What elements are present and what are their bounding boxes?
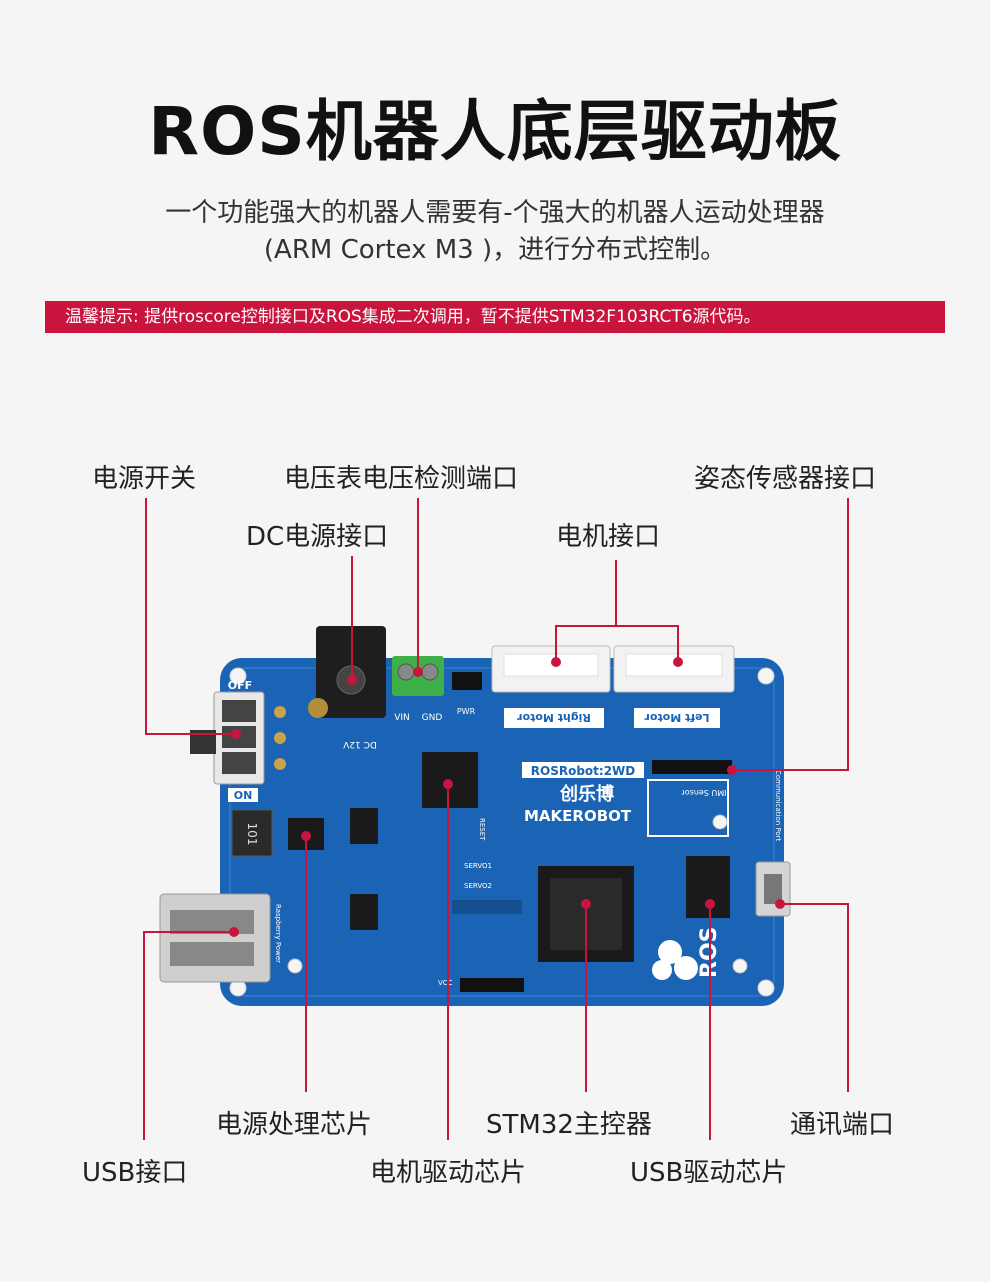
label-stm32: STM32主控器 (486, 1110, 652, 1140)
raspberry-logo (652, 940, 698, 980)
inductor-text: 101 (245, 823, 259, 846)
imu-text: IMU Sensor (681, 788, 727, 797)
dc12v-text: DC 12V (342, 739, 377, 749)
comm-text: Communication Port (774, 770, 782, 842)
gnd-text: GND (422, 713, 443, 723)
usb-a-connector: Raspberry Power (159, 893, 282, 983)
leader-dots (229, 657, 785, 937)
vin-text: VIN (394, 713, 410, 723)
off-text: OFF (228, 679, 252, 692)
label-voltmeter-port: 电压表电压检测端口 (284, 464, 519, 494)
model-text: ROSRobot:2WD (531, 764, 636, 778)
label-imu-port: 姿态传感器接口 (694, 464, 877, 494)
notice-banner: 温馨提示: 提供roscore控制接口及ROS集成二次调用，暂不提供STM32F… (45, 301, 945, 333)
micro-usb (755, 861, 791, 917)
imu-area: IMU Sensor Communication Port (647, 760, 782, 842)
label-power-chip: 电源处理芯片 (216, 1110, 373, 1140)
label-comm-port: 通讯端口 (790, 1110, 895, 1140)
chips: 101 VCC SERVO1 SERVO2 RESET (231, 752, 730, 992)
motor-connectors: Right Motor Left Motor (491, 645, 735, 728)
label-motor-driver: 电机驱动芯片 (370, 1158, 527, 1188)
intro-line-2: (ARM Cortex M3 )，进行分布式控制。 (263, 235, 727, 265)
label-dc-power: DC电源接口 (246, 522, 389, 552)
label-usb-port: USB接口 (82, 1158, 188, 1188)
brand-en: MAKEROBOT (524, 807, 632, 825)
brand-cn: 创乐博 (559, 783, 614, 805)
page-title: ROS机器人底层驱动板 (148, 93, 842, 170)
right-motor-text: Right Motor (517, 711, 591, 724)
leader-lines (143, 498, 849, 1140)
label-usb-driver: USB驱动芯片 (630, 1158, 788, 1188)
label-motor-port: 电机接口 (556, 522, 661, 552)
servo1-text: SERVO1 (464, 862, 492, 870)
rpi-power-text: Raspberry Power (274, 904, 282, 963)
intro-line-1: 一个功能强大的机器人需要有-个强大的机器人运动处理器 (165, 198, 825, 228)
brand-block: ROSRobot:2WD 创乐博 MAKEROBOT (522, 762, 644, 825)
pwr-text: PWR (457, 707, 476, 716)
vcc-text: VCC (438, 979, 453, 987)
reset-text: RESET (478, 818, 486, 841)
servo2-text: SERVO2 (464, 882, 492, 890)
on-text: ON (234, 789, 253, 802)
label-power-switch: 电源开关 (92, 464, 197, 494)
left-motor-text: Left Motor (644, 711, 710, 724)
